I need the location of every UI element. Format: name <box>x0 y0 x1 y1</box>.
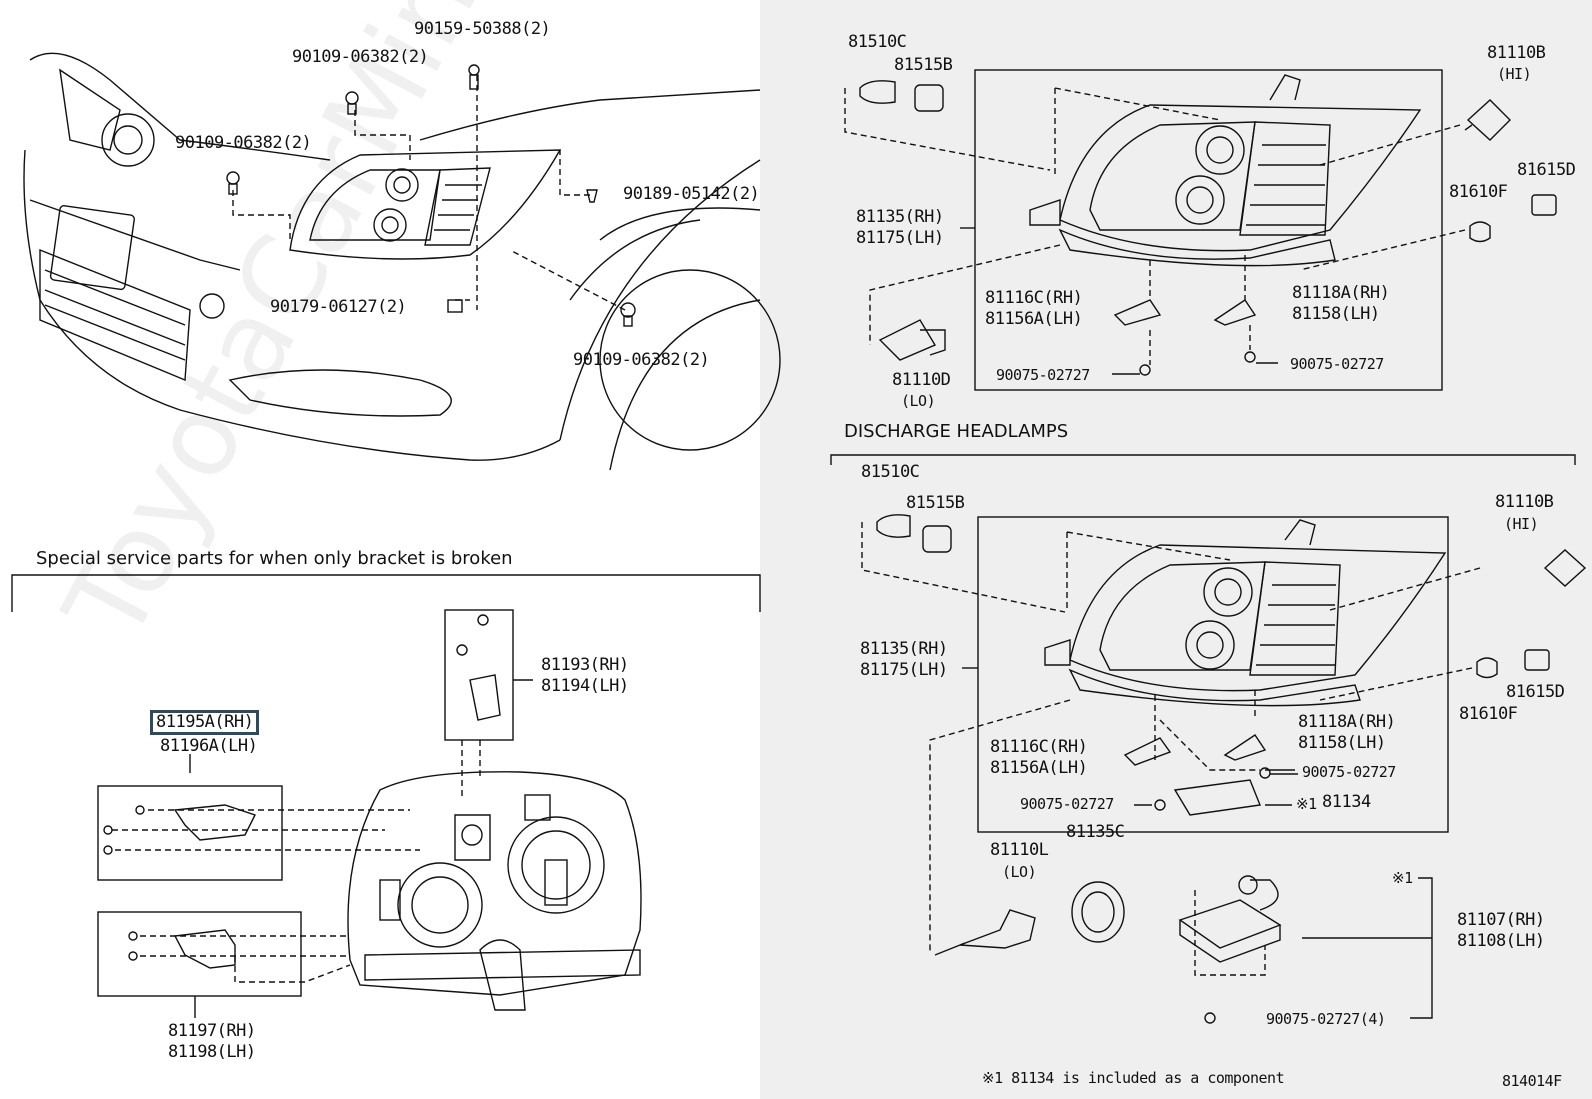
part-label-81615d-discharge[interactable]: 81615D <box>1506 682 1565 702</box>
service-box-upper <box>444 609 514 741</box>
part-label-90179-06127[interactable]: 90179-06127(2) <box>270 297 407 317</box>
halogen-leaders <box>844 87 1466 365</box>
gasket-note-mark: ※1 <box>1296 795 1317 813</box>
service-bracket <box>11 574 761 612</box>
part-label-90075-02727-c[interactable]: 90075-02727 <box>1302 763 1396 781</box>
discharge-headlamp-drawing <box>1044 519 1447 707</box>
part-label-81194-lh[interactable]: 81194(LH) <box>541 676 629 696</box>
part-label-81110b-discharge[interactable]: 81110B <box>1495 492 1554 512</box>
car-front-drawing <box>23 52 781 471</box>
halogen-bulbs <box>859 80 1557 376</box>
part-label-81107-rh[interactable]: 81107(RH) <box>1457 910 1545 930</box>
hi-tag-discharge: (HI) <box>1504 515 1539 533</box>
discharge-bracket <box>830 454 1576 465</box>
part-label-90109-06382-a[interactable]: 90109-06382(2) <box>292 47 429 67</box>
service-label-leaders <box>189 679 533 1018</box>
top-left-fasteners <box>226 64 636 327</box>
halogen-frame <box>974 69 1443 391</box>
part-label-81134[interactable]: 81134 <box>1322 792 1371 812</box>
part-label-81515b-discharge[interactable]: 81515B <box>906 493 965 513</box>
service-box-middle <box>97 785 283 881</box>
discharge-frame <box>977 516 1449 833</box>
part-label-90075-02727-a[interactable]: 90075-02727 <box>996 366 1090 384</box>
part-label-81510c[interactable]: 81510C <box>848 32 907 52</box>
part-label-90189-05142[interactable]: 90189-05142(2) <box>623 184 760 204</box>
discharge-section-title: DISCHARGE HEADLAMPS <box>844 421 1069 442</box>
halogen-label-leaders <box>960 227 1278 375</box>
part-label-81116c-rh[interactable]: 81116C(RH) <box>985 288 1083 308</box>
right-panel-background <box>760 0 1592 1099</box>
part-label-81198-lh[interactable]: 81198(LH) <box>168 1042 256 1062</box>
part-label-81175-lh[interactable]: 81175(LH) <box>856 228 944 248</box>
ballast-note-mark: ※1 <box>1392 869 1413 887</box>
footnote: ※1 81134 is included as a component <box>982 1069 1285 1087</box>
part-label-81610f-discharge[interactable]: 81610F <box>1459 704 1518 724</box>
part-label-81110d[interactable]: 81110D <box>892 370 951 390</box>
part-label-81196a-lh[interactable]: 81196A(LH) <box>160 736 258 756</box>
hi-tag: (HI) <box>1497 65 1532 83</box>
part-label-81135-rh[interactable]: 81135(RH) <box>856 207 944 227</box>
halogen-headlamp-drawing <box>1029 74 1422 267</box>
part-label-81197-rh[interactable]: 81197(RH) <box>168 1021 256 1041</box>
part-label-81158-lh[interactable]: 81158(LH) <box>1292 304 1380 324</box>
part-label-81135-rh-discharge[interactable]: 81135(RH) <box>860 639 948 659</box>
part-label-81108-lh[interactable]: 81108(LH) <box>1457 931 1545 951</box>
part-label-81193-rh[interactable]: 81193(RH) <box>541 655 629 675</box>
part-label-81116c-rh-discharge[interactable]: 81116C(RH) <box>990 737 1088 757</box>
lo-tag: (LO) <box>901 392 936 410</box>
part-label-90075-02727-d[interactable]: 90075-02727 <box>1020 795 1114 813</box>
part-label-81515b[interactable]: 81515B <box>894 55 953 75</box>
part-label-81110l[interactable]: 81110L <box>990 840 1049 860</box>
part-label-81158-lh-discharge[interactable]: 81158(LH) <box>1298 733 1386 753</box>
headlamp-small-drawing <box>289 149 562 260</box>
part-label-81110b[interactable]: 81110B <box>1487 43 1546 63</box>
lo-tag-discharge: (LO) <box>1002 863 1037 881</box>
part-label-90159-50388[interactable]: 90159-50388(2) <box>414 19 551 39</box>
diagram-reference-code: 814014F <box>1502 1072 1562 1090</box>
part-label-90075-02727-4[interactable]: 90075-02727(4) <box>1266 1010 1386 1028</box>
part-label-90075-02727-b[interactable]: 90075-02727 <box>1290 355 1384 373</box>
discharge-label-leaders <box>962 667 1433 1019</box>
part-label-81135c[interactable]: 81135C <box>1066 822 1125 842</box>
service-box-lower <box>97 911 302 997</box>
discharge-parts <box>876 514 1587 1024</box>
service-section-title: Special service parts for when only brac… <box>36 548 513 569</box>
part-label-81118a-rh[interactable]: 81118A(RH) <box>1292 283 1390 303</box>
part-label-81615d[interactable]: 81615D <box>1517 160 1576 180</box>
top-left-leaders <box>232 75 626 311</box>
part-label-81156a-lh[interactable]: 81156A(LH) <box>985 309 1083 329</box>
part-label-90109-06382-b[interactable]: 90109-06382(2) <box>175 133 312 153</box>
part-label-81195a-rh-highlighted[interactable]: 81195A(RH) <box>150 710 260 735</box>
part-label-81175-lh-discharge[interactable]: 81175(LH) <box>860 660 948 680</box>
part-label-81510c-discharge[interactable]: 81510C <box>861 462 920 482</box>
service-parts <box>103 614 501 969</box>
part-label-81118a-rh-discharge[interactable]: 81118A(RH) <box>1298 712 1396 732</box>
part-label-81610f[interactable]: 81610F <box>1449 182 1508 202</box>
service-headlamp-rear-drawing <box>347 771 642 1011</box>
part-label-81156a-lh-discharge[interactable]: 81156A(LH) <box>990 758 1088 778</box>
part-label-90109-06382-c[interactable]: 90109-06382(2) <box>573 350 710 370</box>
discharge-leaders <box>861 522 1481 976</box>
